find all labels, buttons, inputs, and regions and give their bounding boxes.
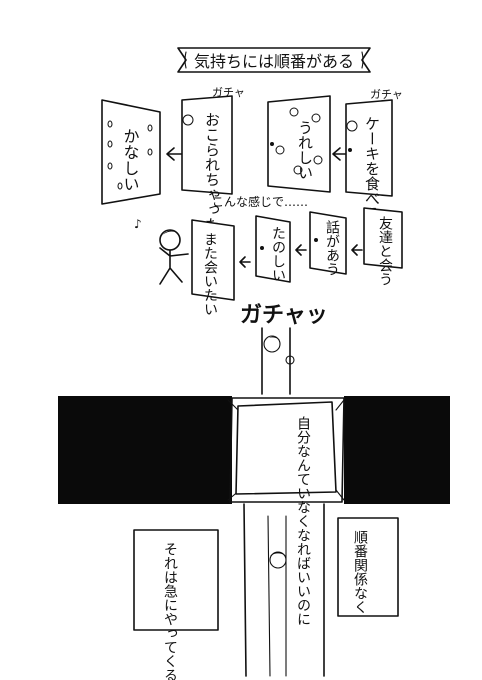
center-panel-text: 自分なんていなくなればいいのに [295, 416, 311, 626]
music-note: ♪ [134, 217, 142, 231]
door-keeki-text: ケーキを食べる [363, 116, 381, 221]
arrow-left-3 [239, 256, 251, 268]
door-knob [314, 238, 318, 242]
door-mata-aitai: また会いたい [191, 219, 235, 316]
door-ureshii: うれしい [267, 95, 331, 193]
door-tomodachi-text: 友達と会う [377, 216, 393, 286]
bottom-left-text: それは急にやってくる [162, 542, 178, 680]
door-keeki: ケーキを食べる ガチャ [345, 88, 403, 221]
door-tanoshii: たのしい [255, 215, 291, 283]
door-kanashii-text: かなしい [121, 128, 140, 192]
door-knob [260, 246, 264, 250]
arrow-left-4 [295, 244, 307, 256]
girl-running: ♪ [134, 217, 189, 285]
arrow-left-5 [351, 244, 363, 256]
door-knob [270, 142, 274, 146]
sfx-gacha-left: ガチャ [212, 86, 245, 99]
black-band [58, 396, 450, 504]
door-ureshii-text: うれしい [296, 120, 314, 180]
bottom-corridor [243, 503, 325, 677]
caption-konna-kanji: こんな感じで…… [212, 194, 308, 209]
sfx-gacha-big: ガチャッ [240, 303, 328, 328]
face-peek-2 [346, 120, 358, 132]
door-mata-aitai-text: また会いたい [202, 232, 218, 316]
door-knob [348, 148, 352, 152]
face-peek-1 [182, 114, 194, 126]
narrow-door-top [261, 327, 295, 395]
door-tanoshii-text: たのしい [270, 226, 286, 282]
title-banner: 気持ちには順番がある [177, 47, 371, 73]
bottom-left-box: それは急にやってくる [133, 529, 219, 680]
door-okorarechatta: おこられちゃった ガチャ [181, 86, 245, 232]
title-banner-text: 気持ちには順番がある [194, 52, 354, 71]
door-okorare-text: おこられちゃった [203, 112, 221, 232]
bottom-right-box: 順番関係なく [337, 517, 399, 617]
door-hanashi-ga-au: 話があう [309, 211, 347, 276]
teardrop-pattern [107, 120, 153, 190]
bottom-right-text: 順番関係なく [352, 530, 368, 614]
door-tomodachi: 友達と会う [363, 207, 403, 286]
sfx-gacha-right: ガチャ [370, 88, 403, 101]
flower-pattern [275, 107, 323, 175]
center-panel: 自分なんていなくなればいいのに [235, 401, 337, 626]
door-hanashi-text: 話があう [324, 219, 340, 276]
door-kanashii: かなしい [101, 99, 161, 205]
